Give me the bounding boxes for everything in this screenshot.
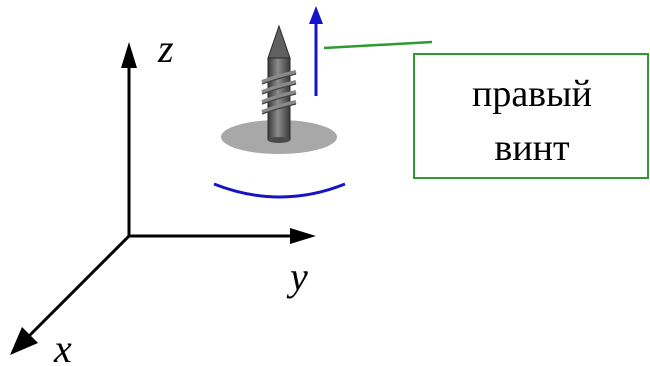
up-arrow-icon (309, 6, 323, 96)
callout-line-1: правый (472, 73, 592, 115)
screw-icon (261, 24, 297, 143)
z-axis-arrowhead (121, 42, 137, 68)
x-axis (22, 234, 131, 343)
callout-line-2: винт (494, 127, 570, 169)
y-axis-arrowhead (290, 228, 316, 244)
x-axis-arrowhead (10, 327, 38, 355)
rotation-arc-icon (213, 182, 346, 199)
callout-leader (323, 40, 433, 50)
coordinate-axes: z y x (10, 26, 316, 366)
screw-thread (261, 70, 297, 114)
screw-tip (267, 24, 291, 59)
screw-bottom (268, 137, 290, 143)
y-axis-label: y (286, 254, 308, 299)
x-axis-label: x (53, 326, 72, 366)
z-axis-label: z (157, 26, 174, 71)
callout-box: правый винт (413, 53, 649, 179)
